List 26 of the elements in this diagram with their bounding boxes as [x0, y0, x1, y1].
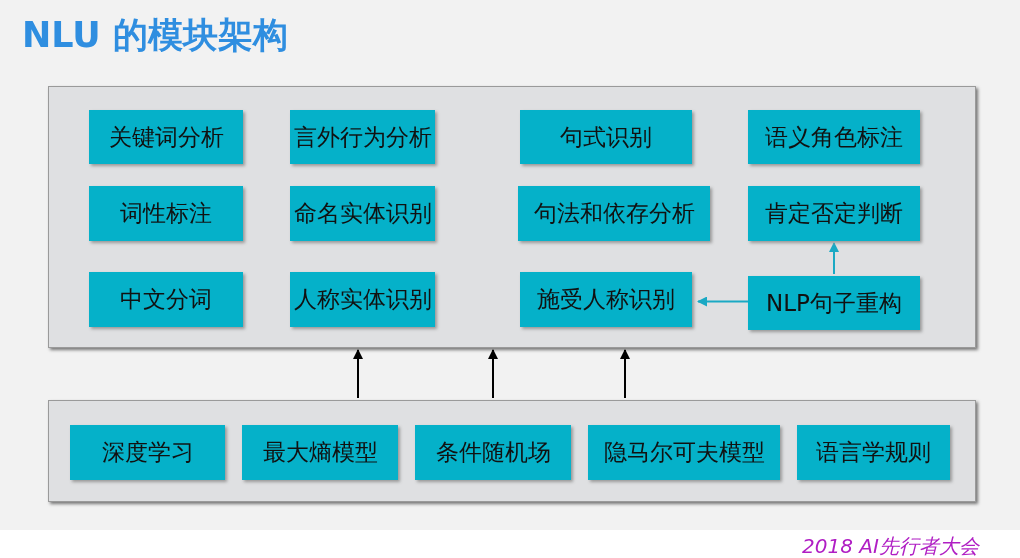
- panel-background: [48, 86, 976, 348]
- module-box: 施受人称识别: [520, 272, 692, 327]
- module-box: 中文分词: [89, 272, 243, 327]
- module-box: 句式识别: [520, 110, 692, 164]
- module-box: 深度学习: [70, 425, 225, 480]
- module-box: 人称实体识别: [290, 272, 435, 327]
- arrow: [620, 349, 630, 399]
- module-box: 关键词分析: [89, 110, 243, 164]
- arrow: [697, 296, 749, 307]
- module-box: 隐马尔可夫模型: [588, 425, 780, 480]
- module-box: 最大熵模型: [242, 425, 398, 480]
- module-box: NLP句子重构: [748, 276, 920, 330]
- module-box: 语言学规则: [797, 425, 950, 480]
- module-box: 言外行为分析: [290, 110, 435, 164]
- arrow: [353, 349, 363, 399]
- module-box: 命名实体识别: [290, 186, 435, 241]
- module-box: 词性标注: [89, 186, 243, 241]
- panel-background: [48, 400, 976, 502]
- module-box: 句法和依存分析: [518, 186, 710, 241]
- slide-title: NLU 的模块架构: [22, 14, 288, 57]
- module-box: 肯定否定判断: [748, 186, 920, 241]
- arrow: [488, 349, 498, 399]
- module-box: 条件随机场: [415, 425, 571, 480]
- arrow: [829, 242, 839, 275]
- module-box: 语义角色标注: [748, 110, 920, 164]
- footer-text: 2018 AI先行者大会: [802, 533, 979, 558]
